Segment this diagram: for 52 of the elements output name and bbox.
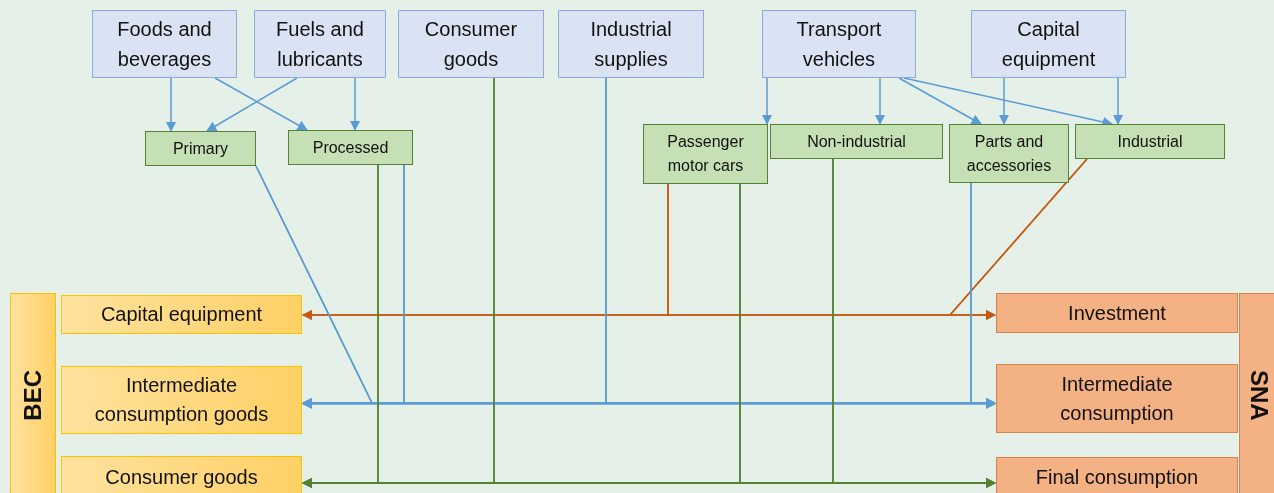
sna-category-box	[996, 364, 1238, 433]
box-label: Parts and accessories	[965, 131, 1053, 176]
subcategory-box	[643, 124, 768, 184]
box-label: Intermediate consumption	[1059, 371, 1175, 426]
subcategory-box	[145, 131, 256, 166]
sna-category-box	[996, 457, 1238, 493]
box-label: Investment	[1068, 300, 1166, 326]
axis-title: BEC	[17, 370, 47, 421]
arrow	[1112, 77, 1124, 126]
box-label: Capital equipment	[1000, 17, 1097, 72]
arrow	[206, 77, 298, 132]
box-label: Foods and beverages	[116, 17, 213, 72]
arrow	[761, 77, 773, 126]
category-box	[92, 10, 237, 78]
arrow	[214, 77, 308, 131]
bec-category-box	[61, 366, 302, 434]
category-box	[398, 10, 544, 78]
category-box	[558, 10, 704, 78]
box-label: Primary	[172, 138, 229, 159]
subcategory-box	[949, 124, 1069, 183]
arrow	[948, 158, 1088, 321]
box-label: Fuels and lubricants	[275, 17, 365, 72]
box-label: Industrial supplies	[589, 17, 673, 72]
category-box	[254, 10, 386, 78]
subcategory-box	[288, 130, 413, 165]
box-label: Final consumption	[1035, 465, 1199, 490]
arrow	[898, 77, 982, 125]
box-label: Non-industrial	[807, 131, 906, 152]
classification-bar	[1239, 293, 1274, 493]
subcategory-box	[770, 124, 943, 159]
arrow	[832, 158, 997, 489]
box-label: Consumer goods	[105, 464, 258, 490]
box-label: Transport vehicles	[795, 17, 883, 72]
box-label: Intermediate consumption goods	[93, 373, 270, 427]
bec-category-box	[61, 456, 302, 493]
box-label: Consumer goods	[423, 17, 519, 72]
arrow	[349, 77, 361, 132]
box-label: Industrial	[1117, 131, 1183, 152]
category-box	[971, 10, 1126, 78]
arrow	[970, 182, 997, 410]
category-box	[762, 10, 916, 78]
subcategory-box	[1075, 124, 1225, 159]
bec-category-box	[61, 295, 302, 334]
sna-category-box	[996, 293, 1238, 333]
arrow	[165, 77, 177, 133]
box-label: Passenger motor cars	[666, 132, 745, 176]
axis-title: SNA	[1245, 370, 1274, 421]
classification-bar	[10, 293, 56, 493]
box-label: Capital equipment	[100, 302, 263, 327]
arrow	[874, 77, 886, 126]
arrow	[998, 77, 1010, 126]
box-label: Processed	[312, 137, 389, 158]
